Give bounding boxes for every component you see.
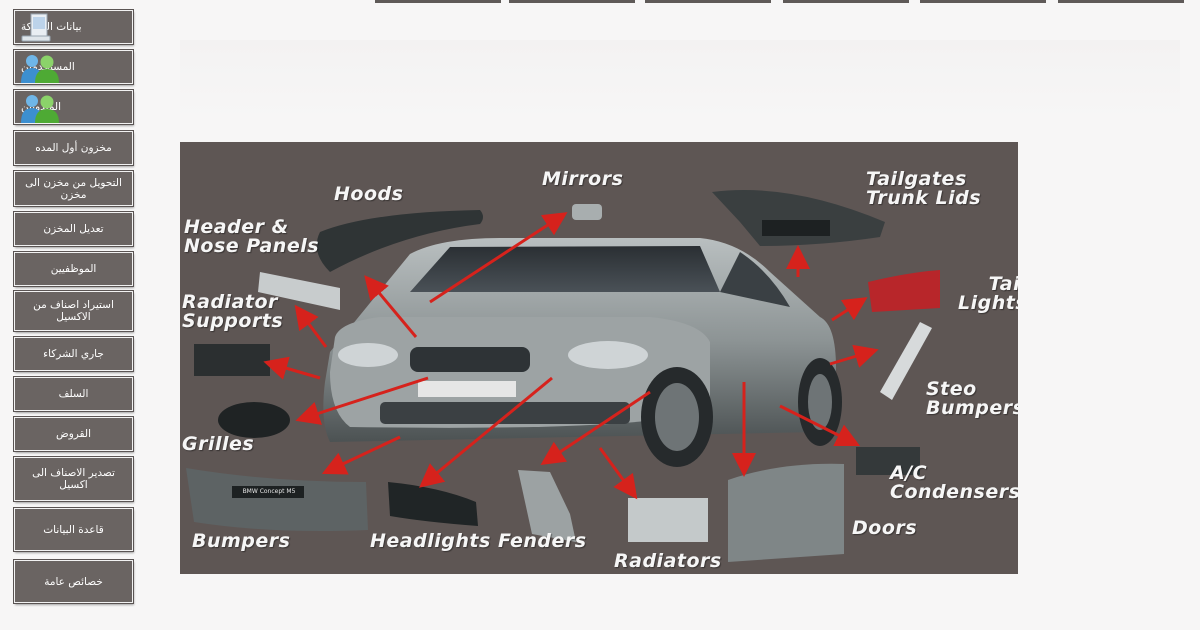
grille-part — [218, 402, 290, 438]
sidebar-item-users[interactable]: المستخدمين — [14, 50, 133, 84]
headlight-part — [388, 482, 478, 526]
sidebar-item-partners-account[interactable]: جاري الشركاء — [14, 337, 133, 371]
sidebar-item-label: القروض — [56, 428, 91, 440]
sidebar: بيانات الشركة المستخدمين المندوبين مخزون… — [0, 0, 140, 630]
bumper-plate-text: BMW Concept M5 — [242, 488, 296, 495]
label-radiators: Radiators — [614, 550, 722, 572]
radiator-part — [628, 498, 708, 542]
top-tab-2 — [509, 0, 635, 3]
label-headlights: Headlights — [370, 530, 491, 552]
fender-part — [518, 470, 576, 542]
ac-condenser-part — [856, 447, 920, 475]
sidebar-item-label: خصائص عامة — [44, 575, 103, 588]
label-doors: Doors — [852, 517, 918, 539]
sidebar-item-representatives[interactable]: المندوبين — [14, 90, 133, 124]
users-icon — [19, 53, 63, 86]
sidebar-item-label: جاري الشركاء — [43, 348, 104, 360]
label-tailgates-trunk-lids: Tailgates Trunk Lids — [866, 168, 982, 209]
sidebar-item-loans[interactable]: القروض — [14, 417, 133, 451]
label-header-nose-panels: Header & Nose Panels — [184, 216, 320, 257]
car-parts-image: Hoods Mirrors Tailgates Trunk Lids Heade… — [180, 142, 1018, 574]
sidebar-item-opening-stock[interactable]: مخزون أول المده — [14, 131, 133, 165]
sidebar-item-export-excel[interactable]: تصدير الاصناف الى اكسيل — [14, 457, 133, 501]
header-panel — [180, 40, 1180, 120]
hood-part — [316, 210, 483, 272]
radiator-support-part — [194, 344, 270, 376]
sidebar-item-general-settings[interactable]: خصائص عامة — [14, 560, 133, 603]
sidebar-item-employees[interactable]: الموظفيين — [14, 252, 133, 286]
part-arrows — [263, 212, 879, 500]
label-grilles: Grilles — [182, 433, 255, 455]
sidebar-item-label: استيراد اصناف من الاكسيل — [33, 299, 114, 323]
sidebar-item-import-excel[interactable]: استيراد اصناف من الاكسيل — [14, 291, 133, 331]
steo-bumper-part — [880, 322, 932, 400]
computer-icon — [19, 13, 53, 46]
bumper-part — [186, 468, 368, 531]
label-ac-condensers: A/C Condensers — [890, 462, 1018, 503]
sidebar-item-advances[interactable]: السلف — [14, 377, 133, 411]
top-tab-1 — [375, 0, 501, 3]
label-tail-lights: Tail Lights — [958, 273, 1018, 314]
sidebar-item-label: السلف — [58, 388, 89, 400]
label-steo-bumpers: Steo Bumpers — [926, 378, 1018, 419]
sidebar-item-database[interactable]: قاعدة البيانات — [14, 508, 133, 551]
sidebar-item-label: تعديل المخزن — [43, 223, 104, 235]
sidebar-item-stock-transfer[interactable]: التحويل من مخزن الى مخزن — [14, 171, 133, 206]
tail-light-part — [868, 270, 940, 312]
sidebar-item-edit-store[interactable]: تعديل المخزن — [14, 212, 133, 246]
sidebar-item-label: التحويل من مخزن الى مخزن — [25, 176, 122, 201]
sidebar-item-label: الموظفيين — [50, 263, 97, 275]
label-bumpers: Bumpers — [192, 530, 291, 552]
tailgate-part — [712, 190, 885, 246]
label-fenders: Fenders — [498, 530, 587, 552]
label-radiator-supports: Radiator Supports — [182, 291, 284, 332]
sidebar-item-label: مخزون أول المده — [35, 142, 112, 154]
top-tab-3 — [645, 0, 771, 3]
label-mirrors: Mirrors — [542, 168, 624, 190]
top-tab-6 — [1058, 0, 1184, 3]
top-tab-4 — [783, 0, 909, 3]
users-icon — [19, 93, 63, 126]
top-tab-5 — [920, 0, 1046, 3]
sidebar-item-company-data[interactable]: بيانات الشركة — [14, 10, 133, 44]
header-panel-part — [258, 272, 340, 310]
sidebar-item-label: تصدير الاصناف الى اكسيل — [32, 467, 115, 491]
label-hoods: Hoods — [334, 183, 404, 205]
car-parts-illustration — [186, 190, 940, 562]
car — [323, 238, 842, 467]
door-part — [728, 463, 844, 562]
mirror-part — [572, 204, 602, 220]
sidebar-item-label: قاعدة البيانات — [43, 523, 104, 536]
